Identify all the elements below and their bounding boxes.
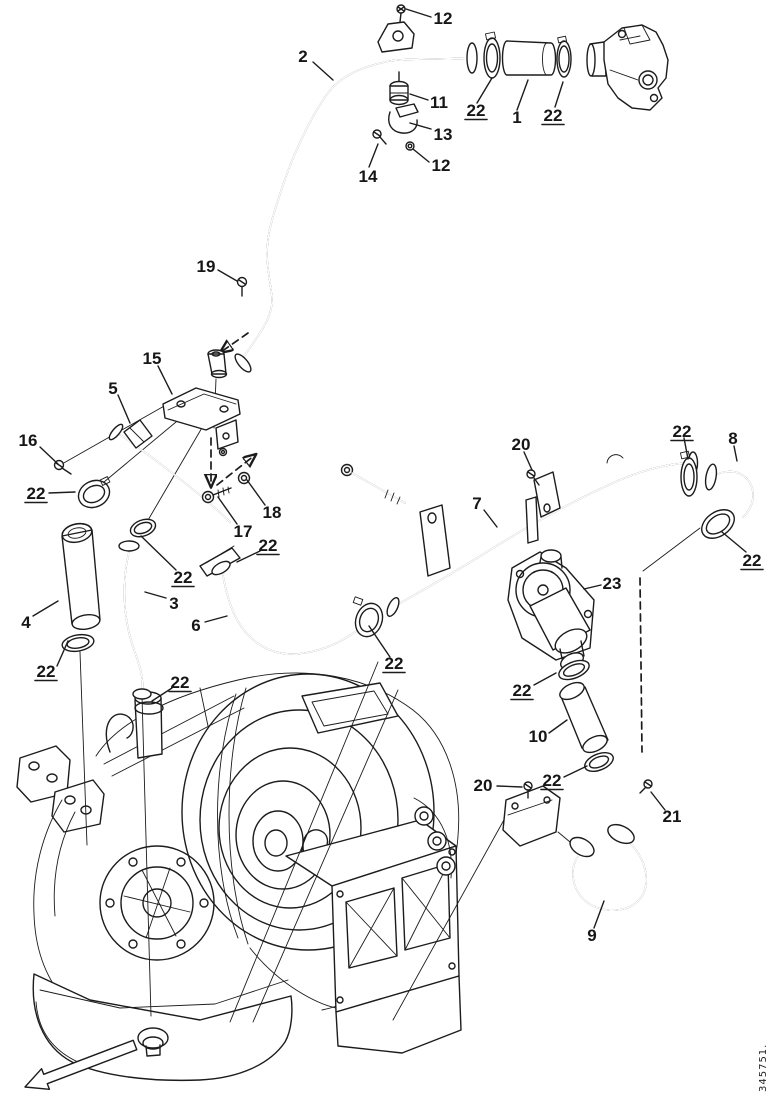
callout-12: 12 bbox=[434, 9, 453, 28]
callout-leader-22 bbox=[56, 640, 69, 667]
direction-arrow bbox=[24, 1039, 138, 1091]
callout-16: 16 bbox=[19, 431, 38, 450]
hose-2-art bbox=[207, 42, 478, 429]
callout-9: 9 bbox=[587, 926, 596, 945]
callout-leader-22 bbox=[140, 535, 177, 571]
callout-22: 22 bbox=[673, 422, 692, 441]
callout-15: 15 bbox=[143, 349, 162, 368]
callout-22: 22 bbox=[513, 681, 532, 700]
callout-leader-6 bbox=[204, 615, 228, 623]
bracket-15-art bbox=[162, 387, 241, 450]
callout-4: 4 bbox=[21, 613, 31, 632]
callout-20: 20 bbox=[474, 776, 493, 795]
callout-10: 10 bbox=[529, 727, 548, 746]
callout-1: 1 bbox=[512, 108, 521, 127]
top-fitting-art bbox=[372, 4, 669, 151]
callout-leader-17 bbox=[217, 496, 238, 525]
callout-leader-22 bbox=[721, 531, 747, 553]
callout-leader-19 bbox=[217, 269, 238, 282]
callout-2: 2 bbox=[298, 47, 307, 66]
callout-leader-4 bbox=[32, 600, 59, 617]
callout-leader-22 bbox=[683, 437, 689, 460]
callout-leader-3 bbox=[144, 591, 167, 599]
callout-19: 19 bbox=[197, 257, 216, 276]
callout-leader-22 bbox=[554, 81, 564, 108]
assembly-alignment-lines bbox=[61, 332, 701, 1023]
callout-21: 21 bbox=[663, 807, 682, 826]
callout-leader-12 bbox=[412, 148, 430, 163]
callout-6: 6 bbox=[191, 616, 200, 635]
pump-23-art bbox=[507, 549, 614, 773]
callout-leader-18 bbox=[246, 479, 266, 506]
left-hoses-art bbox=[61, 419, 384, 700]
callout-leader-22 bbox=[151, 687, 173, 702]
callout-12: 12 bbox=[432, 156, 451, 175]
callout-leader-1 bbox=[516, 79, 529, 111]
callout-7: 7 bbox=[472, 494, 481, 513]
callout-leader-9 bbox=[593, 900, 605, 929]
callout-22: 22 bbox=[171, 673, 190, 692]
drawing-number: 345751. bbox=[758, 1044, 769, 1092]
callout-leader-22 bbox=[368, 625, 391, 658]
callout-leader-8 bbox=[733, 445, 738, 462]
callout-8: 8 bbox=[728, 429, 737, 448]
callout-leader-14 bbox=[368, 143, 379, 168]
callout-leader-21 bbox=[650, 791, 666, 811]
callout-11: 11 bbox=[430, 93, 448, 112]
callout-13: 13 bbox=[434, 125, 453, 144]
callout-23: 23 bbox=[603, 574, 622, 593]
callout-leader-2 bbox=[312, 61, 334, 81]
callout-leader-15 bbox=[157, 365, 173, 395]
callout-leader-5 bbox=[117, 394, 131, 424]
callout-22: 22 bbox=[174, 568, 193, 587]
callout-leader-23 bbox=[583, 584, 602, 590]
callout-leader-22 bbox=[236, 550, 261, 563]
callout-18: 18 bbox=[263, 503, 282, 522]
callout-22: 22 bbox=[743, 551, 762, 570]
callout-leader-22 bbox=[48, 491, 76, 494]
tube-7-art bbox=[340, 450, 754, 617]
callout-leader-22 bbox=[476, 77, 493, 104]
callout-22: 22 bbox=[259, 536, 278, 555]
callout-17: 17 bbox=[234, 522, 253, 541]
callout-leader-10 bbox=[548, 719, 568, 734]
callout-leader-16 bbox=[39, 446, 59, 465]
callout-leader-7 bbox=[483, 509, 498, 528]
callout-leader-22 bbox=[563, 765, 588, 778]
callout-22: 22 bbox=[467, 101, 486, 120]
callout-3: 3 bbox=[169, 594, 178, 613]
callout-14: 14 bbox=[359, 167, 378, 186]
callout-leader-20 bbox=[523, 451, 533, 471]
callout-22: 22 bbox=[544, 106, 563, 125]
callout-leader-20 bbox=[496, 785, 523, 788]
callout-22: 22 bbox=[543, 771, 562, 790]
elbow-9-art bbox=[502, 779, 653, 911]
callout-22: 22 bbox=[385, 654, 404, 673]
callout-22: 22 bbox=[37, 662, 56, 681]
callout-leader-13 bbox=[409, 122, 432, 130]
callout-leader-11 bbox=[409, 93, 429, 101]
callout-leader-12 bbox=[405, 8, 432, 18]
callout-20: 20 bbox=[512, 435, 531, 454]
callout-5: 5 bbox=[108, 379, 117, 398]
callout-leader-22 bbox=[533, 672, 557, 686]
transmission-art bbox=[16, 672, 462, 1082]
callout-22: 22 bbox=[27, 484, 46, 503]
